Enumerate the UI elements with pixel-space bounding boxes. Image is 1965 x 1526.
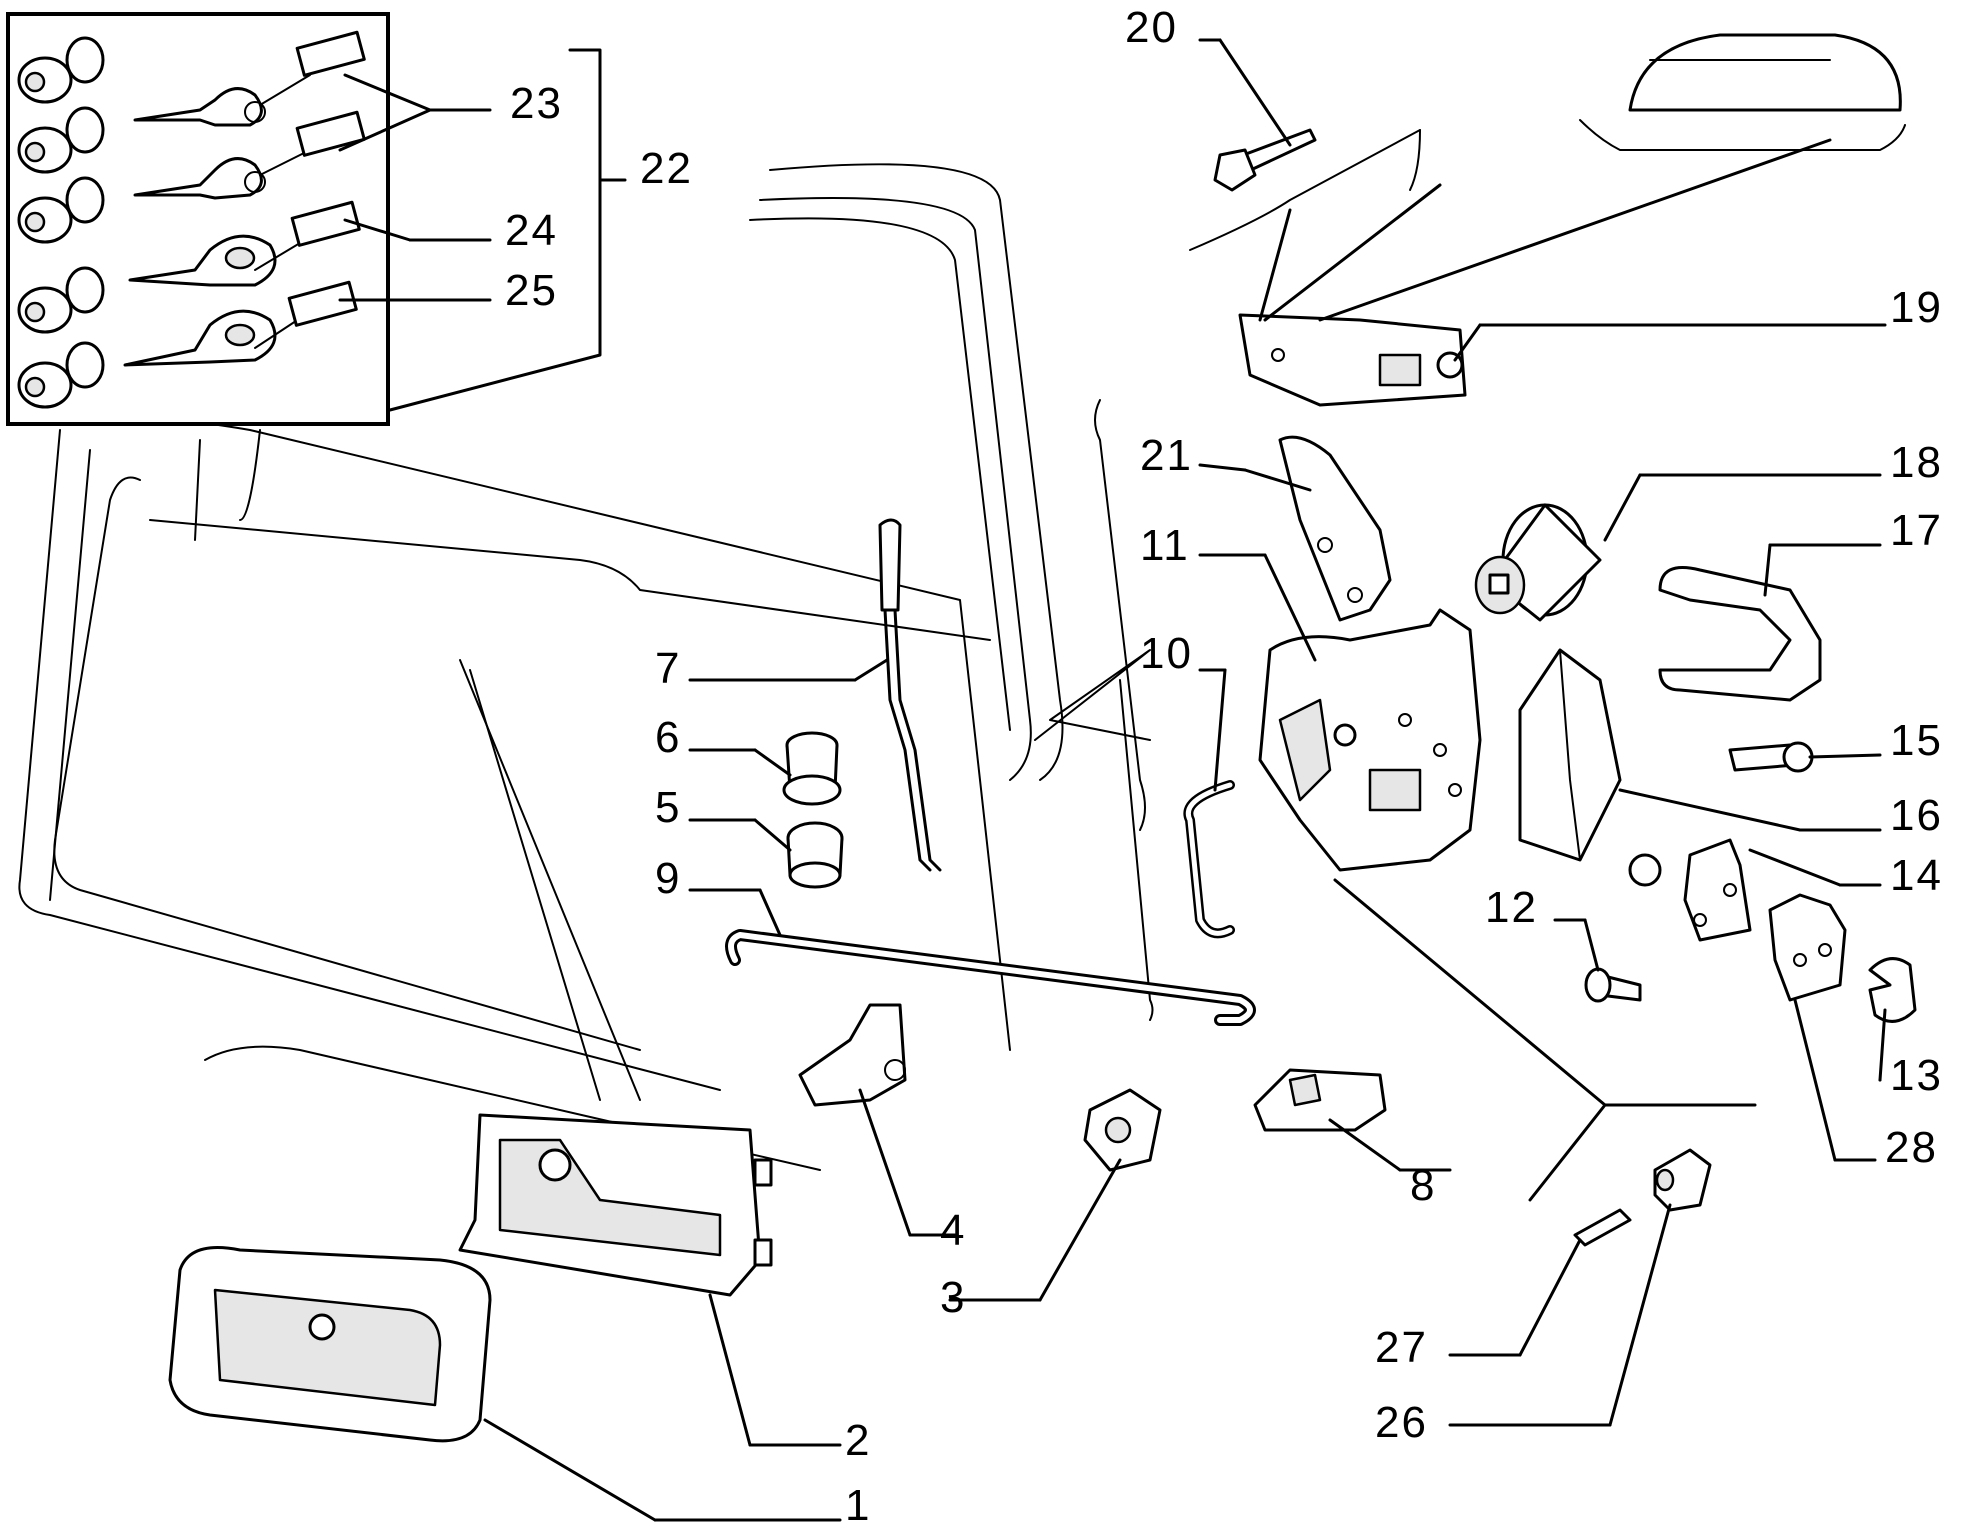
label-23: 23 [510,79,563,128]
part-16-cover [1518,648,1622,862]
lock-cylinder-icon [17,341,105,409]
lock-cylinder-icon [17,36,105,104]
trim-cap [1628,33,1902,112]
key-icon [133,110,366,200]
part-18-lock-barrel [1474,503,1602,622]
label-11: 11 [1140,521,1190,570]
leader-lines [338,38,1887,1522]
key-icon [128,200,361,287]
lock-cylinder-icon [17,266,105,334]
part-14-plate [1628,838,1752,942]
key-icon [133,30,366,127]
label-24: 24 [505,206,558,255]
key-icon [123,280,358,367]
part-26-connector [1653,1148,1712,1212]
part-12-bolt [1584,967,1642,1003]
part-11-lock-mechanism [1258,608,1482,872]
label-5: 5 [655,783,681,832]
label-19: 19 [1890,283,1943,332]
label-10: 10 [1140,629,1193,678]
label-16: 16 [1890,791,1943,840]
label-1: 1 [845,1481,871,1526]
lock-cylinder-icon [17,176,105,244]
part-4-bracket [798,1003,907,1107]
part-21-bracket [1278,435,1392,622]
group-bracket-22 [388,48,602,412]
label-26: 26 [1375,1398,1428,1447]
label-8: 8 [1410,1161,1436,1210]
label-2: 2 [845,1416,871,1465]
part-13-clip [1868,957,1917,1023]
label-7: 7 [655,644,681,693]
lock-cylinder-icon [17,106,105,174]
part-19-striker [1238,313,1467,407]
part-27-pin [1573,1208,1632,1247]
door-outline [18,119,1906,1171]
label-18: 18 [1890,438,1943,487]
part-1-bezel [168,1246,492,1443]
part-20-screw [1213,128,1317,192]
label-17: 17 [1890,506,1943,555]
part-labels: 20 23 22 24 25 19 21 18 17 11 10 7 6 15 … [505,3,1943,1526]
label-21: 21 [1140,431,1193,480]
part-7-rod [878,518,942,872]
label-12: 12 [1485,883,1538,932]
label-6: 6 [655,713,681,762]
label-25: 25 [505,266,558,315]
part-17-clip [1658,566,1822,702]
label-15: 15 [1890,716,1943,765]
part-8-bracket [1253,1068,1387,1132]
part-5-bushing [786,821,844,889]
part-9-rod [725,929,1256,1026]
label-27: 27 [1375,1323,1428,1372]
label-9: 9 [655,854,681,903]
label-22: 22 [640,144,693,193]
label-4: 4 [940,1206,966,1255]
key-set-inset [6,12,390,426]
label-14: 14 [1890,851,1943,900]
part-15-bolt [1728,741,1814,773]
label-20: 20 [1125,3,1178,52]
label-13: 13 [1890,1051,1943,1100]
part-28-plate [1768,893,1847,1002]
label-3: 3 [940,1273,966,1322]
label-28: 28 [1885,1123,1938,1172]
part-3-clip [1083,1088,1162,1172]
part-6-grommet [782,731,842,806]
part-2-handle [458,1113,773,1297]
